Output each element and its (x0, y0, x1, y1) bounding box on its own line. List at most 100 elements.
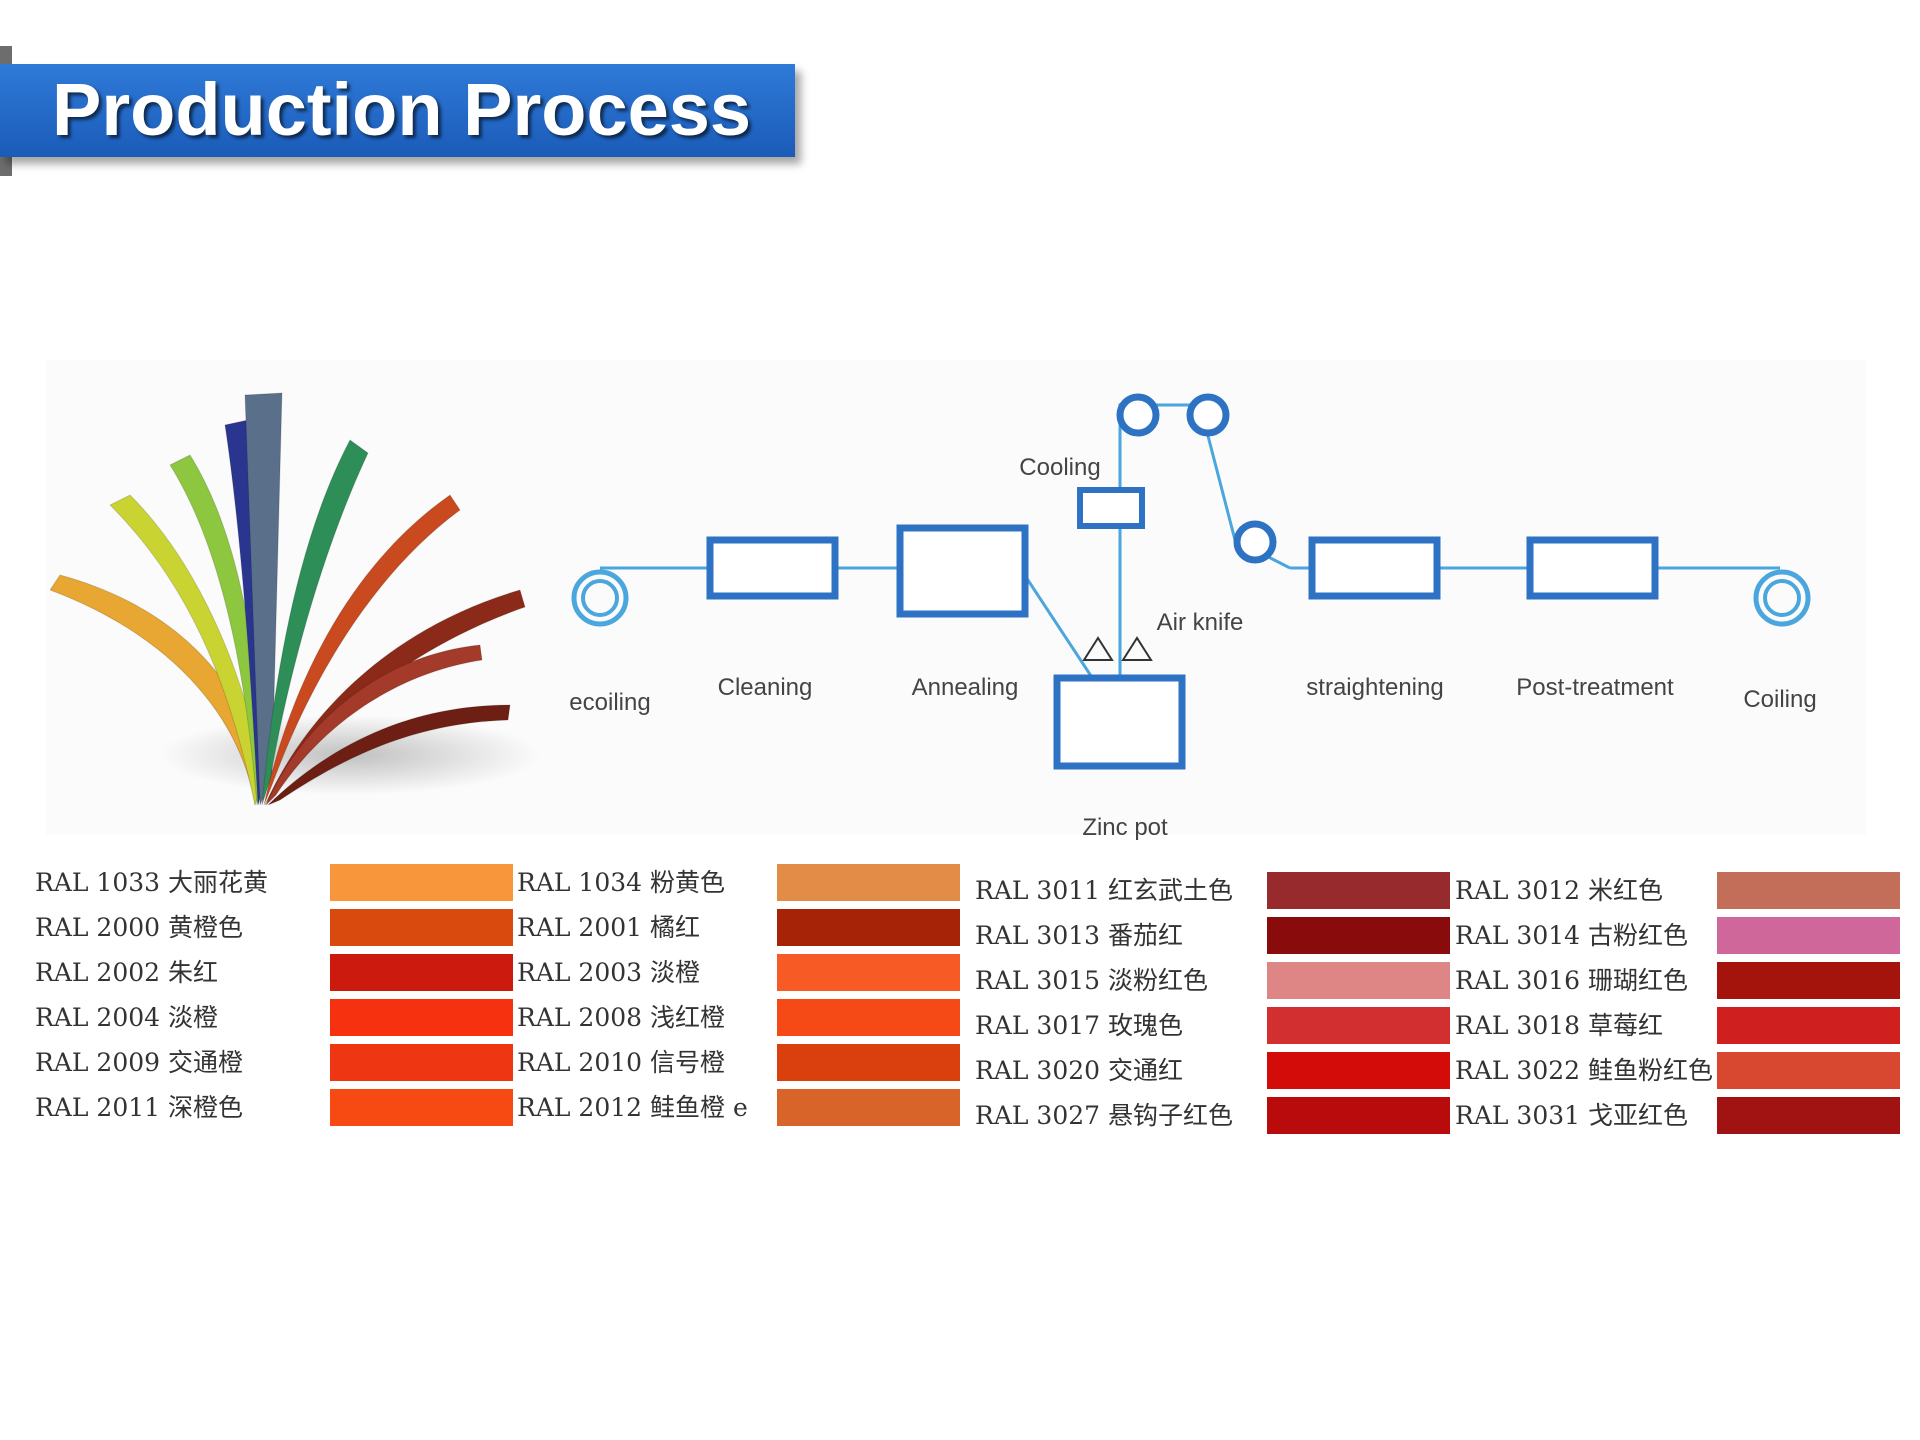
swatch-row: RAL 2000 黄橙色 (35, 905, 515, 950)
ral-code-label: RAL 2009 交通橙 (35, 1048, 243, 1077)
coiler-coil (1753, 569, 1811, 627)
swatch-column: RAL 3011 红玄武土色 RAL 3013 番茄红 RAL 3015 淡粉红色 R… (975, 868, 1450, 1138)
zinc-pot-box (1053, 674, 1186, 770)
label-coiling: Coiling (1743, 686, 1816, 713)
label-straightening: straightening (1306, 674, 1443, 701)
color-swatch (1267, 872, 1450, 909)
air-knife-left (1082, 636, 1114, 661)
recoiler-coil-inner (581, 579, 619, 617)
ral-code-label: RAL 3012 米红色 (1455, 876, 1663, 905)
ral-code-label: RAL 3011 红玄武土色 (975, 876, 1233, 905)
ral-code-label: RAL 3031 戈亚红色 (1455, 1101, 1688, 1130)
air-knife-right (1121, 636, 1153, 661)
ral-code-label: RAL 3022 鲑鱼粉红色 (1455, 1056, 1713, 1085)
ribbon-strip (261, 439, 369, 806)
color-swatch (777, 1044, 960, 1081)
ral-code-label: RAL 3017 玫瑰色 (975, 1011, 1183, 1040)
ral-color-chart: RAL 1033 大丽花黄 RAL 2000 黄橙色 RAL 2002 朱红 RAL … (0, 860, 1920, 1140)
ral-code-label: RAL 2012 鲑鱼橙 e (517, 1093, 748, 1122)
page-title: Production Process (52, 68, 752, 151)
color-swatch (1267, 1007, 1450, 1044)
color-swatch (1717, 1007, 1900, 1044)
ral-code-label: RAL 2003 淡橙 (517, 958, 700, 987)
color-swatch (1717, 917, 1900, 954)
swatch-row: RAL 1033 大丽花黄 (35, 860, 515, 905)
swatch-row: RAL 3022 鲑鱼粉红色 (1455, 1048, 1905, 1093)
ral-code-label: RAL 3020 交通红 (975, 1056, 1183, 1085)
swatch-column: RAL 1033 大丽花黄 RAL 2000 黄橙色 RAL 2002 朱红 RAL … (35, 860, 515, 1130)
swatch-row: RAL 2003 淡橙 (517, 950, 962, 995)
ral-code-label: RAL 3015 淡粉红色 (975, 966, 1208, 995)
swatch-row: RAL 3031 戈亚红色 (1455, 1093, 1905, 1138)
ral-code-label: RAL 2008 浅红橙 (517, 1003, 725, 1032)
swatch-row: RAL 3020 交通红 (975, 1048, 1450, 1093)
swatch-row: RAL 3011 红玄武土色 (975, 868, 1450, 913)
color-swatch (330, 1044, 513, 1081)
swatch-row: RAL 2011 深橙色 (35, 1085, 515, 1130)
ral-code-label: RAL 3027 悬钩子红色 (975, 1101, 1233, 1130)
title-banner: Production Process (0, 64, 795, 157)
color-swatch (777, 864, 960, 901)
swatch-row: RAL 2001 橘红 (517, 905, 962, 950)
swatch-row: RAL 3027 悬钩子红色 (975, 1093, 1450, 1138)
ral-code-label: RAL 2000 黄橙色 (35, 913, 243, 942)
label-post-treatment: Post-treatment (1516, 674, 1674, 701)
color-swatch (1267, 917, 1450, 954)
ral-code-label: RAL 3018 草莓红 (1455, 1011, 1663, 1040)
swatch-row: RAL 2012 鲑鱼橙 e (517, 1085, 962, 1130)
color-swatch (1267, 1052, 1450, 1089)
swatch-row: RAL 2002 朱红 (35, 950, 515, 995)
color-swatch (330, 1089, 513, 1126)
annealing-box (896, 524, 1029, 618)
top-roller-right (1186, 393, 1230, 437)
ral-code-label: RAL 2011 深橙色 (35, 1093, 243, 1122)
label-annealing: Annealing (912, 674, 1019, 701)
swatch-row: RAL 3013 番茄红 (975, 913, 1450, 958)
cleaning-box (706, 536, 839, 600)
swatch-row: RAL 3017 玫瑰色 (975, 1003, 1450, 1048)
ribbon-strip (267, 704, 511, 806)
swatch-row: RAL 3014 古粉红色 (1455, 913, 1905, 958)
top-roller-left (1116, 393, 1160, 437)
color-swatch (330, 954, 513, 991)
color-ribbon-illustration (50, 392, 540, 806)
ral-code-label: RAL 3013 番茄红 (975, 921, 1183, 950)
label-air-knife: Air knife (1157, 609, 1244, 636)
production-process-diagram: ecoiling Cleaning Annealing Zinc pot Coo… (569, 393, 1817, 841)
turn-roller (1233, 520, 1277, 564)
color-swatch (330, 909, 513, 946)
color-swatch (777, 954, 960, 991)
ral-code-label: RAL 3014 古粉红色 (1455, 921, 1688, 950)
post-treatment-box (1526, 536, 1659, 600)
ral-code-label: RAL 1034 粉黄色 (517, 868, 725, 897)
color-swatch (330, 999, 513, 1036)
color-swatch (330, 864, 513, 901)
label-zinc-pot: Zinc pot (1082, 814, 1168, 841)
straightening-box (1308, 536, 1441, 600)
ral-code-label: RAL 2002 朱红 (35, 958, 218, 987)
color-swatch (1717, 1052, 1900, 1089)
label-cleaning: Cleaning (718, 674, 813, 701)
ral-code-label: RAL 2010 信号橙 (517, 1048, 725, 1077)
ral-code-label: RAL 3016 珊瑚红色 (1455, 966, 1688, 995)
color-swatch (1267, 962, 1450, 999)
swatch-row: RAL 3012 米红色 (1455, 868, 1905, 913)
cooling-box (1077, 487, 1145, 529)
label-cooling: Cooling (1019, 454, 1100, 481)
ribbon-strip (265, 644, 483, 806)
swatch-row: RAL 3015 淡粉红色 (975, 958, 1450, 1003)
swatch-column: RAL 3012 米红色 RAL 3014 古粉红色 RAL 3016 珊瑚红色 RA… (1455, 868, 1905, 1138)
swatch-row: RAL 3018 草莓红 (1455, 1003, 1905, 1048)
color-swatch (1267, 1097, 1450, 1134)
coiler-coil-inner (1763, 579, 1801, 617)
label-recoiling: ecoiling (569, 689, 650, 716)
ribbon-strip (109, 494, 264, 806)
color-swatch (777, 1089, 960, 1126)
color-swatch (1717, 872, 1900, 909)
swatch-row: RAL 2004 淡橙 (35, 995, 515, 1040)
ral-code-label: RAL 2001 橘红 (517, 913, 700, 942)
swatch-row: RAL 2009 交通橙 (35, 1040, 515, 1085)
color-swatch (777, 909, 960, 946)
ral-code-label: RAL 1033 大丽花黄 (35, 868, 268, 897)
color-swatch (1717, 1097, 1900, 1134)
